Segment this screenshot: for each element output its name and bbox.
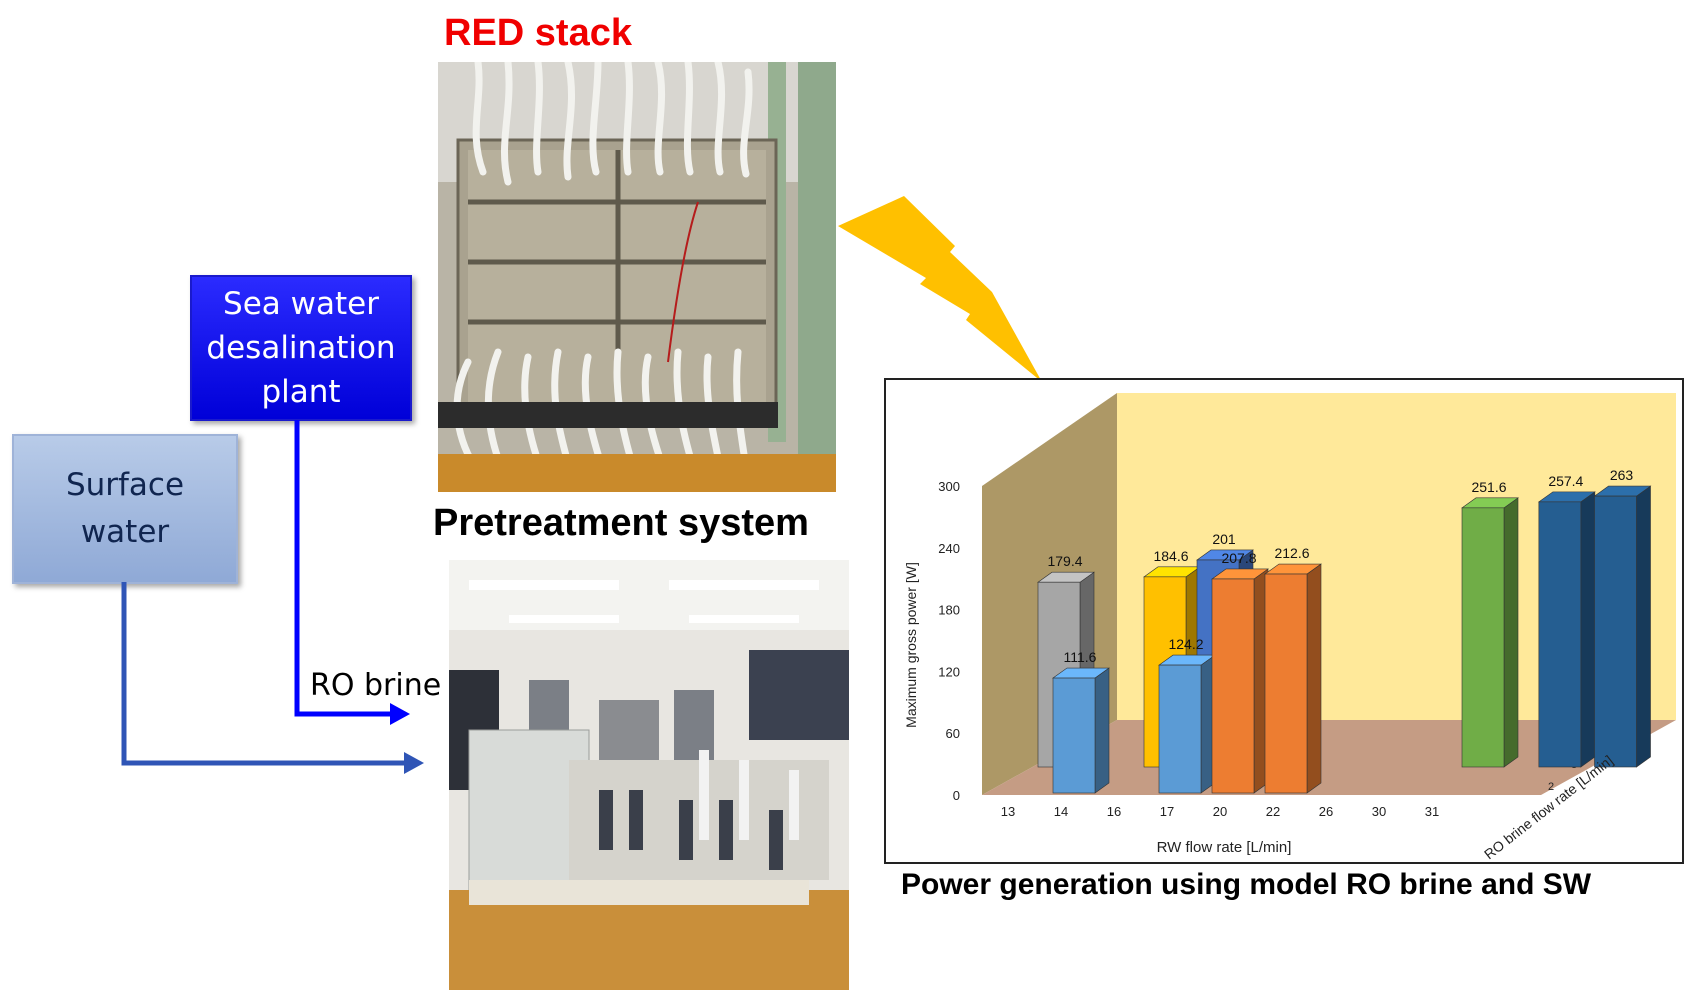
surface-water-box: Surface water	[12, 434, 238, 584]
bar-value-label: 212.6	[1274, 545, 1309, 561]
x-axis-ticks: 13 14 16 17 20 22 26 30 31	[1001, 804, 1439, 819]
x-tick-label: 26	[1319, 804, 1333, 819]
x-tick-label: 30	[1372, 804, 1386, 819]
bar-31-back: 251.6	[1461, 479, 1519, 768]
z-tick-label: 2	[1548, 781, 1554, 793]
x-tick-label: 22	[1266, 804, 1280, 819]
x-tick-label: 14	[1054, 804, 1068, 819]
bar-value-label: 124.2	[1168, 636, 1203, 652]
plant-line-3: plant	[261, 374, 341, 410]
x-axis-label: RW flow rate [L/min]	[1157, 839, 1292, 856]
plant-line-1: Sea water	[223, 286, 379, 322]
chart-bars: 179.4 184.6 201 251.6 257.4 263 111.6 124.2 207.…	[1037, 467, 1652, 794]
bar-side	[1306, 563, 1322, 794]
red-stack-photo	[438, 62, 836, 492]
bar-22-front: 212.6	[1264, 545, 1322, 794]
sea-water-desalination-plant-box: Sea water desalination plant	[190, 275, 412, 421]
bar-face	[1264, 573, 1308, 794]
lightning-bolt-icon	[838, 196, 1042, 382]
bar-value-label: 184.6	[1153, 548, 1188, 564]
y-tick-label: 300	[938, 479, 960, 494]
y-tick-label: 60	[946, 726, 960, 741]
bar-side	[1636, 485, 1651, 768]
bar-value-label: 179.4	[1047, 553, 1082, 569]
bar-face	[1461, 507, 1505, 768]
x-tick-label: 20	[1213, 804, 1227, 819]
bar-z22-back: 263	[1593, 467, 1652, 768]
bar-17-front: 124.2	[1158, 636, 1216, 794]
y-tick-label: 240	[938, 541, 960, 556]
bar-value-label: 207.8	[1221, 550, 1256, 566]
bar-face	[1158, 664, 1202, 794]
y-tick-label: 0	[953, 788, 960, 803]
bar-face	[1052, 677, 1096, 794]
bar-value-label: 251.6	[1471, 479, 1506, 495]
bar-side	[1580, 491, 1596, 768]
bar-z14-back: 257.4	[1537, 473, 1596, 768]
bar-face	[1211, 578, 1255, 794]
surface-water-arrow	[121, 582, 424, 774]
surface-line-2: water	[80, 514, 170, 550]
y-tick-label: 120	[938, 664, 960, 679]
bar-value-label: 263	[1610, 467, 1634, 483]
bar-face	[1538, 501, 1582, 768]
x-tick-label: 17	[1160, 804, 1174, 819]
red-stack-title: RED stack	[444, 12, 632, 54]
x-tick-label: 31	[1425, 804, 1439, 819]
bar-side	[1503, 497, 1519, 768]
surface-line-1: Surface	[65, 467, 185, 503]
y-axis-ticks: 0 60 120 180 240 300	[938, 479, 960, 803]
y-axis-label: Maximum gross power [W]	[903, 562, 919, 728]
bar-14-front: 111.6	[1052, 649, 1110, 794]
bar-20-front: 207.8	[1211, 550, 1269, 794]
x-tick-label: 16	[1107, 804, 1121, 819]
plant-line-2: desalination	[206, 330, 396, 366]
y-tick-label: 180	[938, 603, 960, 618]
power-generation-caption: Power generation using model RO brine an…	[901, 868, 1592, 901]
ro-brine-label: RO brine	[310, 668, 442, 703]
pretreatment-title: Pretreatment system	[433, 502, 809, 544]
x-tick-label: 13	[1001, 804, 1015, 819]
bar-face	[1594, 495, 1637, 768]
pretreatment-system-photo	[449, 560, 849, 990]
ro-brine-arrow	[294, 420, 410, 725]
bar-value-label: 111.6	[1064, 649, 1097, 665]
bar-side	[1094, 667, 1110, 794]
bar-value-label: 257.4	[1548, 473, 1583, 489]
bar-value-label: 201	[1212, 531, 1236, 547]
